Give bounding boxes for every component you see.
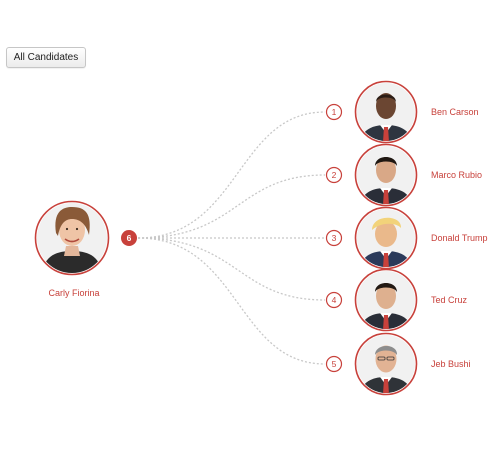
rank-number-4: 4 (332, 295, 337, 305)
rank-number-3: 3 (332, 233, 337, 243)
connector-line-4 (137, 237, 326, 301)
candidate-node-3[interactable]: 3 Donald Trump (325, 206, 488, 270)
rank-number-2: 2 (332, 170, 337, 180)
candidate-node-2[interactable]: 2 Marco Rubio (325, 143, 483, 207)
candidate-name-2: Marco Rubio (431, 170, 482, 180)
candidate-node-5[interactable]: 5 Jeb Bushi (325, 332, 471, 396)
rank-badge-3 (325, 229, 343, 247)
connection-count-badge: 6 (121, 230, 137, 246)
candidate-name-4: Ted Cruz (431, 295, 468, 305)
connector-line-5 (137, 237, 326, 365)
trump-portrait (357, 209, 415, 267)
rank-badge-1 (325, 103, 343, 121)
bush-portrait (357, 335, 415, 393)
cruz-portrait (357, 271, 415, 329)
candidate-name-1: Ben Carson (431, 107, 479, 117)
candidate-node-1[interactable]: 1 Ben Carson (325, 80, 479, 144)
rank-badge-2 (325, 166, 343, 184)
rubio-portrait (357, 146, 415, 204)
main-candidate-name: Carly Fiorina (48, 288, 99, 298)
candidate-name-3: Donald Trump (431, 233, 488, 243)
connector-lines (137, 111, 326, 365)
connection-count: 6 (127, 233, 132, 243)
rank-badge-5 (325, 355, 343, 373)
fiorina-portrait (37, 203, 107, 273)
candidate-node-4[interactable]: 4 Ted Cruz (325, 268, 468, 332)
main-candidate-node[interactable]: Carly Fiorina (34, 200, 110, 299)
carson-portrait (357, 83, 415, 141)
rank-number-5: 5 (332, 359, 337, 369)
connector-line-2 (137, 174, 326, 239)
connector-line-1 (137, 111, 326, 239)
candidate-name-5: Jeb Bushi (431, 359, 471, 369)
rank-badge-4 (325, 291, 343, 309)
all-candidates-button[interactable]: All Candidates (6, 47, 86, 68)
rank-number-1: 1 (332, 107, 337, 117)
